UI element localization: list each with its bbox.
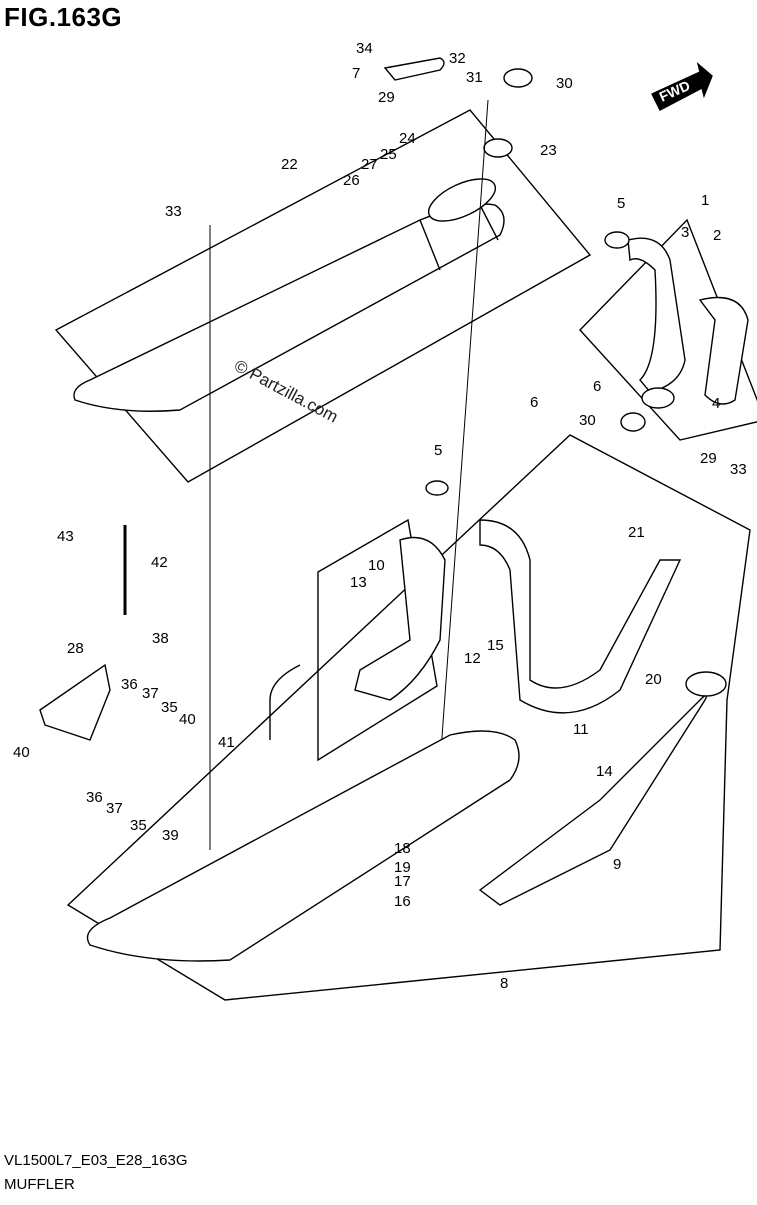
label-10: 10 (368, 557, 385, 574)
label-38: 38 (152, 630, 169, 647)
label-4: 4 (712, 395, 720, 412)
label-2: 2 (713, 227, 721, 244)
lower-muffler (86, 730, 520, 962)
label-18: 18 (394, 840, 411, 857)
fwd-arrow (651, 62, 713, 111)
label-27: 27 (361, 156, 378, 173)
label-39: 39 (162, 827, 179, 844)
figure-title: FIG.163G (4, 2, 123, 32)
rear-exhaust-pipe (479, 519, 682, 714)
label-6: 6 (593, 378, 601, 395)
label-30: 30 (556, 75, 573, 92)
label-31: 31 (466, 69, 483, 86)
figure-name: MUFFLER (4, 1176, 75, 1193)
label-3: 3 (681, 224, 689, 241)
label-28: 28 (67, 640, 84, 657)
gasket-5-top (604, 231, 630, 249)
right-muffler (478, 694, 708, 906)
label-5: 5 (617, 195, 625, 212)
label-29: 29 (700, 450, 717, 467)
label-40: 40 (13, 744, 30, 761)
label-26: 26 (343, 172, 360, 189)
label-24: 24 (399, 130, 416, 147)
front-pipe (627, 237, 686, 393)
label-14: 14 (596, 763, 613, 780)
label-36: 36 (121, 676, 138, 693)
label-17: 17 (394, 873, 411, 890)
label-6: 6 (530, 394, 538, 411)
label-41: 41 (218, 734, 235, 751)
label-12: 12 (464, 650, 481, 667)
upper-muffler (73, 203, 505, 412)
label-21: 21 (628, 524, 645, 541)
heat-shield-top (383, 57, 445, 81)
label-37: 37 (142, 685, 159, 702)
label-35: 35 (161, 699, 178, 716)
label-25: 25 (380, 146, 397, 163)
label-22: 22 (281, 156, 298, 173)
label-9: 9 (613, 856, 621, 873)
label-20: 20 (645, 671, 662, 688)
label-35: 35 (130, 817, 147, 834)
label-15: 15 (487, 637, 504, 654)
gasket-5-mid (425, 480, 449, 496)
label-19: 19 (394, 859, 411, 876)
oxygen-sensor (269, 664, 301, 740)
label-30: 30 (579, 412, 596, 429)
label-33: 33 (165, 203, 182, 220)
label-36: 36 (86, 789, 103, 806)
label-11: 11 (573, 721, 589, 738)
heat-shield-10 (354, 536, 446, 701)
label-32: 32 (449, 50, 466, 67)
label-16: 16 (394, 893, 411, 910)
clamp-30-top (503, 68, 533, 88)
inner-panel (317, 518, 438, 762)
label-33: 33 (730, 461, 747, 478)
clamp-4 (641, 387, 675, 409)
label-13: 13 (350, 574, 367, 591)
lower-muffler-panel (66, 434, 751, 1001)
upper-muffler-panel (54, 109, 592, 483)
label-40: 40 (179, 711, 196, 728)
mounting-bracket (39, 663, 111, 741)
label-42: 42 (151, 554, 168, 571)
label-7: 7 (352, 65, 360, 82)
clamp-23 (483, 138, 513, 158)
label-5: 5 (434, 442, 442, 459)
clamp-30-mid (620, 412, 646, 432)
label-23: 23 (540, 142, 557, 159)
label-1: 1 (701, 192, 709, 209)
label-43: 43 (57, 528, 74, 545)
label-37: 37 (106, 800, 123, 817)
heat-shield-2 (698, 296, 749, 405)
clamp-20 (685, 671, 727, 697)
label-34: 34 (356, 40, 373, 57)
label-29: 29 (378, 89, 395, 106)
label-8: 8 (500, 975, 508, 992)
model-code: VL1500L7_E03_E28_163G (4, 1152, 188, 1169)
